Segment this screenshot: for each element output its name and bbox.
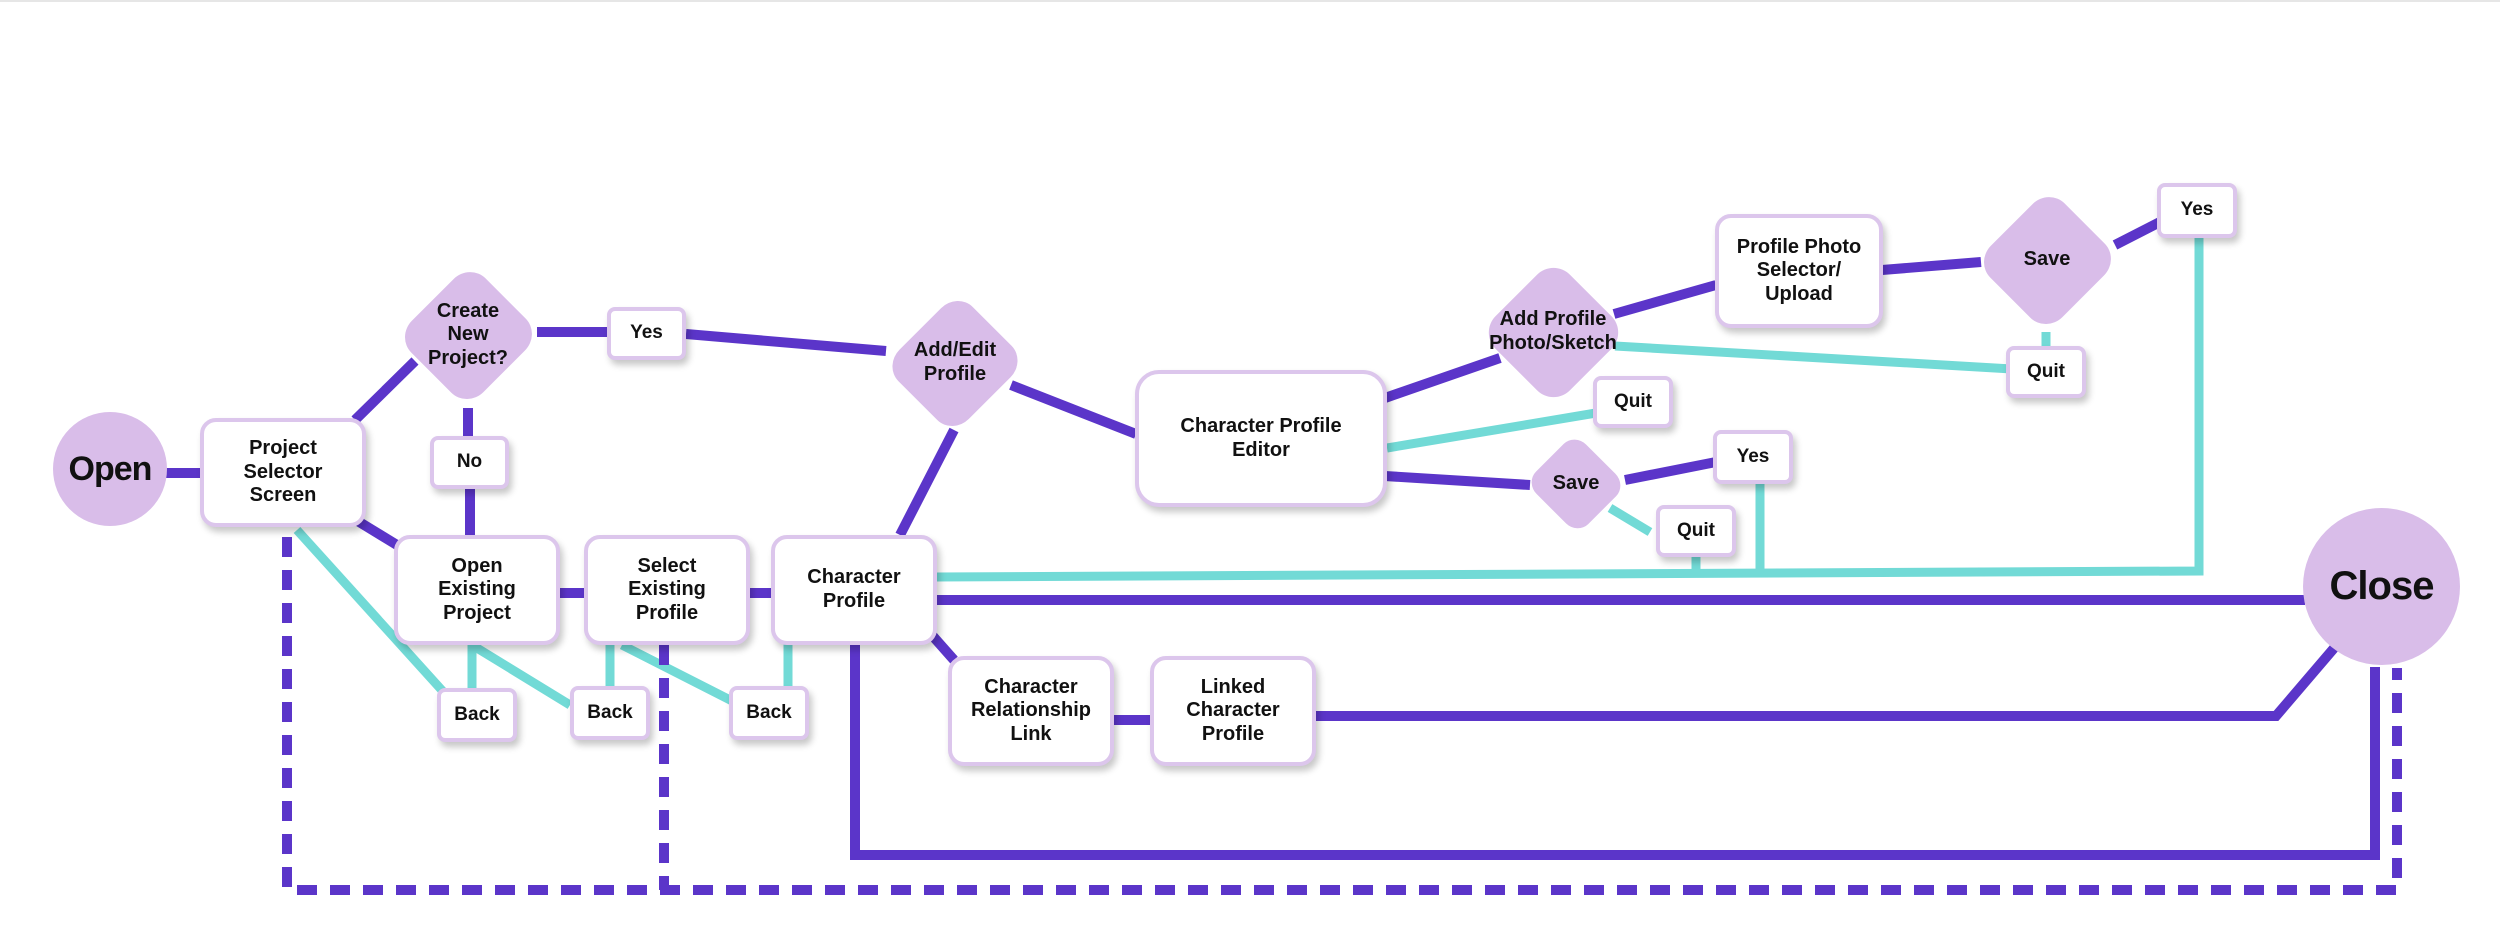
open-existing-project-node[interactable]: Open Existing Project	[394, 535, 560, 645]
connector-photo-quit	[1614, 341, 2013, 374]
linked-character-profile-node[interactable]: Linked Character Profile	[1150, 656, 1316, 766]
connector-project-selector-back	[293, 526, 452, 701]
select-existing-profile-label: Select Existing Profile	[628, 554, 706, 624]
character-profile-label: Character Profile	[807, 566, 901, 612]
select-existing-profile-node[interactable]: Select Existing Profile	[584, 535, 750, 645]
primary-connectors	[166, 217, 2380, 860]
character-profile-editor-label: Character Profile Editor	[1180, 414, 1342, 461]
photo-save-quit-label: Quit	[2027, 360, 2065, 382]
profile-photo-selector-label: Profile Photo Selector/ Upload	[1736, 235, 1862, 305]
editor-save-yes-node[interactable]: Yes	[1713, 430, 1793, 484]
add-edit-profile-decision[interactable]: Add/Edit Profile	[883, 288, 1027, 438]
connector-selector-open-project	[353, 515, 400, 550]
add-profile-photo-decision[interactable]: Add Profile Photo/Sketch	[1478, 257, 1628, 407]
connector-open-project-back	[467, 640, 573, 709]
back-node-1[interactable]: Back	[437, 688, 517, 742]
back-label-2: Back	[587, 701, 633, 723]
back-label-1: Back	[454, 703, 500, 725]
connector-editor-save-quit	[1607, 504, 1653, 536]
connector-save-yes	[2112, 217, 2163, 250]
back-connectors	[293, 237, 2204, 709]
editor-save-label: Save	[1552, 472, 1600, 495]
add-profile-photo-label: Add Profile Photo/Sketch	[1489, 308, 1617, 354]
project-selector-screen-node[interactable]: Project Selector Screen	[200, 418, 366, 527]
project-selector-screen-label: Project Selector Screen	[243, 437, 323, 507]
connector-editor-add-photo	[1383, 353, 1502, 403]
character-relationship-link-label: Character Relationship Link	[970, 675, 1091, 745]
photo-quit-node[interactable]: Quit	[1593, 376, 1673, 428]
connector-editor-quit	[1386, 408, 1597, 453]
open-existing-project-label: Open Existing Project	[438, 554, 516, 624]
connector-character-relationship	[927, 630, 958, 664]
connector-linked-close	[1315, 643, 2339, 721]
add-edit-profile-label: Add/Edit Profile	[913, 339, 997, 385]
photo-save-yes-label: Yes	[2180, 199, 2214, 221]
create-yes-node[interactable]: Yes	[607, 307, 686, 360]
editor-save-yes-label: Yes	[1736, 445, 1770, 467]
character-profile-node[interactable]: Character Profile	[771, 535, 937, 645]
photo-save-yes-node[interactable]: Yes	[2157, 183, 2237, 238]
back-node-2[interactable]: Back	[570, 686, 650, 740]
connector-add-photo-selector	[1612, 280, 1718, 319]
photo-save-decision[interactable]: Save	[1974, 185, 2120, 335]
editor-save-quit-label: Quit	[1677, 519, 1715, 541]
connector-dashed-loop	[282, 537, 2402, 895]
connector-yes-add-edit	[685, 329, 887, 356]
back-label-3: Back	[746, 701, 792, 723]
character-profile-editor-node[interactable]: Character Profile Editor	[1135, 370, 1387, 507]
dashed-back-connectors	[282, 537, 2402, 895]
create-new-project-label: Create New Project?	[427, 299, 509, 369]
open-node[interactable]: Open	[53, 412, 167, 526]
close-node[interactable]: Close	[2303, 508, 2460, 665]
close-label: Close	[2329, 563, 2435, 608]
connector-character-add-edit	[895, 427, 959, 538]
photo-quit-label: Quit	[1614, 390, 1652, 412]
linked-character-profile-label: Linked Character Profile	[1186, 675, 1280, 745]
create-yes-label: Yes	[630, 322, 663, 344]
connector-save-yes-editor	[1624, 457, 1717, 485]
connector-character-close-bottom	[850, 643, 2380, 860]
editor-save-quit-node[interactable]: Quit	[1656, 505, 1736, 557]
connector-add-edit-editor	[1009, 380, 1138, 439]
editor-save-decision[interactable]: Save	[1523, 433, 1629, 535]
connector-return-to-character-profile	[934, 237, 2204, 582]
photo-save-label: Save	[2023, 248, 2071, 271]
connector-editor-save	[1384, 471, 1531, 490]
create-new-project-decision[interactable]: Create New Project?	[395, 260, 541, 410]
photo-save-quit-node[interactable]: Quit	[2006, 346, 2086, 398]
character-relationship-link-node[interactable]: Character Relationship Link	[948, 656, 1114, 766]
create-no-label: No	[456, 451, 483, 473]
back-node-3[interactable]: Back	[729, 686, 809, 740]
connector-selector-save	[1881, 257, 1982, 275]
top-border	[0, 0, 2500, 2]
open-label: Open	[68, 449, 153, 488]
connector-selector-create	[351, 357, 419, 424]
create-no-node[interactable]: No	[430, 436, 509, 489]
profile-photo-selector-node[interactable]: Profile Photo Selector/ Upload	[1715, 214, 1883, 328]
